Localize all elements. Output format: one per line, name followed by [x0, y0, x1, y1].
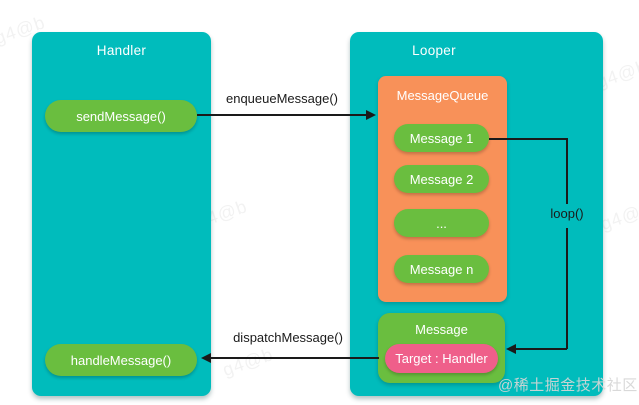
- loop-arrow-line-bottom: [515, 348, 567, 350]
- message-box-title: Message: [415, 322, 468, 337]
- message-queue-title: MessageQueue: [396, 88, 489, 103]
- handler-title: Handler: [96, 43, 147, 58]
- message-box: Message Target : Handler: [378, 313, 505, 383]
- background-watermark: g4@b: [598, 198, 639, 234]
- loop-label: loop(): [550, 206, 584, 221]
- dispatch-arrow-line: [210, 357, 379, 359]
- message-1-node: Message 1: [394, 124, 489, 152]
- loop-arrowhead-icon: [506, 344, 516, 354]
- enqueue-arrowhead-icon: [366, 110, 376, 120]
- target-handler-node: Target : Handler: [385, 344, 498, 373]
- message-ellipsis-node: ...: [394, 209, 489, 237]
- enqueue-message-label: enqueueMessage(): [225, 91, 339, 106]
- loop-arrow-line-vertical-lower: [566, 228, 568, 349]
- message-2-node: Message 2: [394, 165, 489, 193]
- looper-title: Looper: [412, 43, 456, 58]
- looper-box: Looper MessageQueue Message 1 Message 2 …: [350, 32, 603, 396]
- handle-message-node: handleMessage(): [45, 344, 197, 376]
- loop-arrow-line-top: [489, 138, 568, 140]
- dispatch-arrowhead-icon: [201, 353, 211, 363]
- message-n-node: Message n: [394, 255, 489, 283]
- background-watermark: g4@b: [220, 344, 276, 380]
- enqueue-arrow-line: [197, 114, 367, 116]
- message-queue-box: MessageQueue Message 1 Message 2 ... Mes…: [378, 76, 507, 302]
- loop-arrow-line-vertical-upper: [566, 138, 568, 204]
- dispatch-message-label: dispatchMessage(): [233, 330, 343, 345]
- send-message-node: sendMessage(): [45, 100, 197, 132]
- handler-box: Handler sendMessage() handleMessage(): [32, 32, 211, 396]
